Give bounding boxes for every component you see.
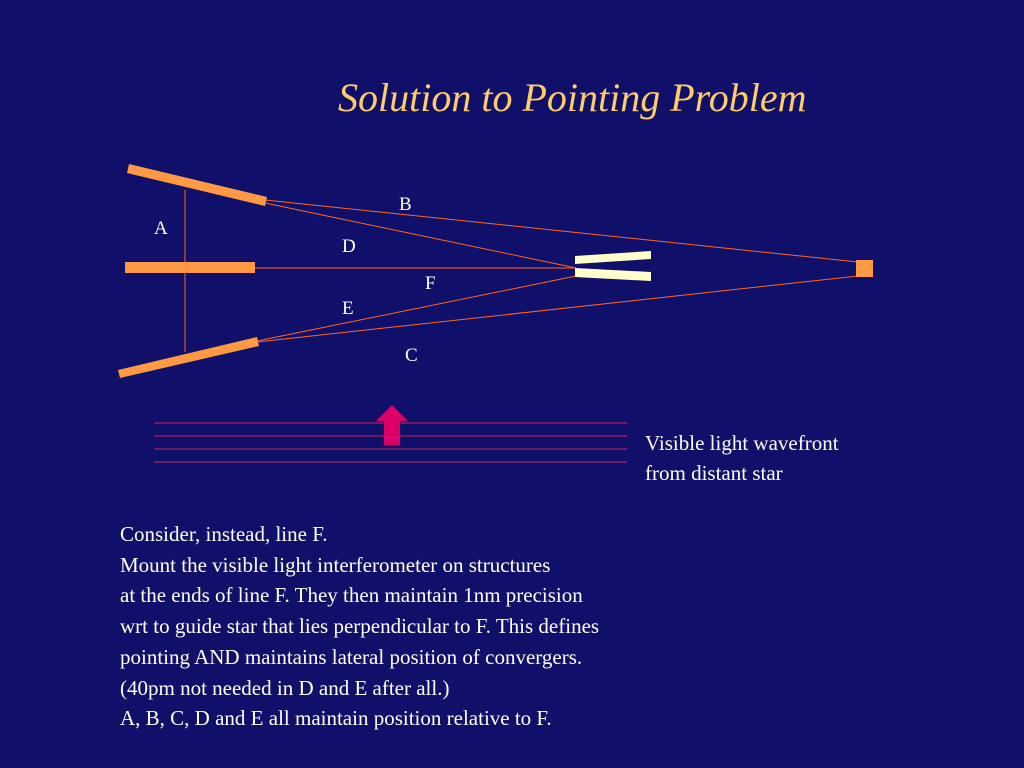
body-line: Consider, instead, line F. — [120, 522, 328, 546]
caption-line: from distant star — [645, 461, 783, 485]
top-mirror — [127, 164, 267, 206]
label-b: B — [399, 194, 412, 215]
label-a: A — [154, 218, 168, 239]
combiner-plate-bottom — [575, 268, 651, 281]
slide-title: Solution to Pointing Problem — [338, 75, 807, 120]
bottom-mirror — [118, 337, 259, 378]
caption-line: Visible light wavefront — [645, 431, 839, 455]
body-line: (40pm not needed in D and E after all.) — [120, 675, 450, 700]
combiner-plate-top — [575, 251, 651, 264]
middle-mirror — [125, 262, 255, 273]
beam-c-to-target — [256, 275, 859, 343]
label-d: D — [342, 236, 356, 257]
label-f: F — [425, 273, 436, 294]
beam-top-to-combiner — [264, 202, 577, 269]
beam-bottom-to-combiner — [256, 275, 577, 342]
label-e: E — [342, 298, 354, 319]
arrow-up-icon — [376, 405, 408, 445]
wavefront-caption: Visible light wavefront from distant sta… — [645, 428, 839, 488]
body-line: pointing AND maintains lateral position … — [120, 644, 583, 669]
target-star — [856, 260, 873, 277]
body-line: at the ends of line F. They then maintai… — [120, 583, 583, 608]
body-line: A, B, C, D and E all maintain position r… — [120, 706, 552, 731]
beam-b-to-target — [264, 199, 859, 263]
explanation-text: Consider, instead, line F. Mount the vis… — [120, 519, 599, 734]
label-c: C — [405, 345, 418, 366]
body-line: wrt to guide star that lies perpendicula… — [120, 614, 600, 639]
body-line: Mount the visible light interferometer o… — [120, 552, 551, 577]
